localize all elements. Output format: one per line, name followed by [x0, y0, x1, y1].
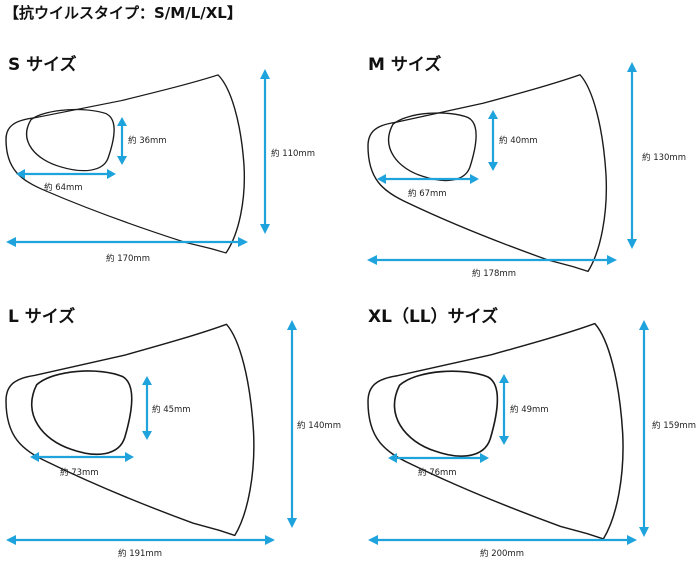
ear-hole-xl — [393, 370, 499, 457]
ear-hole-s — [25, 108, 115, 172]
mask-outline-s — [5, 74, 246, 254]
ear-height-label-l: 約 45mm — [152, 404, 191, 415]
mask-group-s — [5, 74, 246, 254]
height-label-l: 約 140mm — [297, 420, 341, 431]
height-label-xl: 約 159mm — [652, 420, 696, 431]
width-label-xl: 約 200mm — [480, 548, 524, 559]
ear-width-label-xl: 約 76mm — [418, 467, 457, 478]
ear-width-label-m: 約 67mm — [408, 188, 447, 199]
mask-outline-xl — [367, 322, 624, 540]
ear-width-label-s: 約 64mm — [44, 182, 83, 193]
width-label-l: 約 191mm — [118, 548, 162, 559]
size-title-s: S サイズ — [8, 55, 77, 75]
ear-height-label-s: 約 36mm — [128, 135, 167, 146]
mask-outline-l — [5, 323, 255, 537]
ear-height-label-m: 約 40mm — [499, 135, 538, 146]
ear-hole-l — [30, 370, 133, 456]
size-title-xl: XL（LL）サイズ — [368, 307, 499, 327]
dimension-arrows-s — [6, 69, 270, 247]
width-label-m: 約 178mm — [472, 268, 516, 279]
size-title-l: L サイズ — [8, 307, 76, 327]
ear-hole-m — [387, 112, 477, 182]
page-title: 【抗ウイルスタイプ：S/M/L/XL】 — [4, 4, 242, 22]
mask-outline-m — [367, 74, 608, 273]
ear-width-label-l: 約 73mm — [60, 467, 99, 478]
ear-height-label-xl: 約 49mm — [510, 404, 549, 415]
height-label-s: 約 110mm — [271, 148, 315, 159]
width-label-s: 約 170mm — [106, 253, 150, 264]
size-title-m: M サイズ — [368, 55, 442, 75]
mask-group-m — [367, 74, 608, 273]
dimension-arrows-xl — [368, 320, 649, 545]
dimension-arrows-l — [6, 320, 297, 545]
mask-group-l — [5, 323, 255, 537]
dimension-arrows-m — [367, 62, 637, 265]
mask-group-xl — [367, 322, 624, 540]
height-label-m: 約 130mm — [642, 152, 686, 163]
